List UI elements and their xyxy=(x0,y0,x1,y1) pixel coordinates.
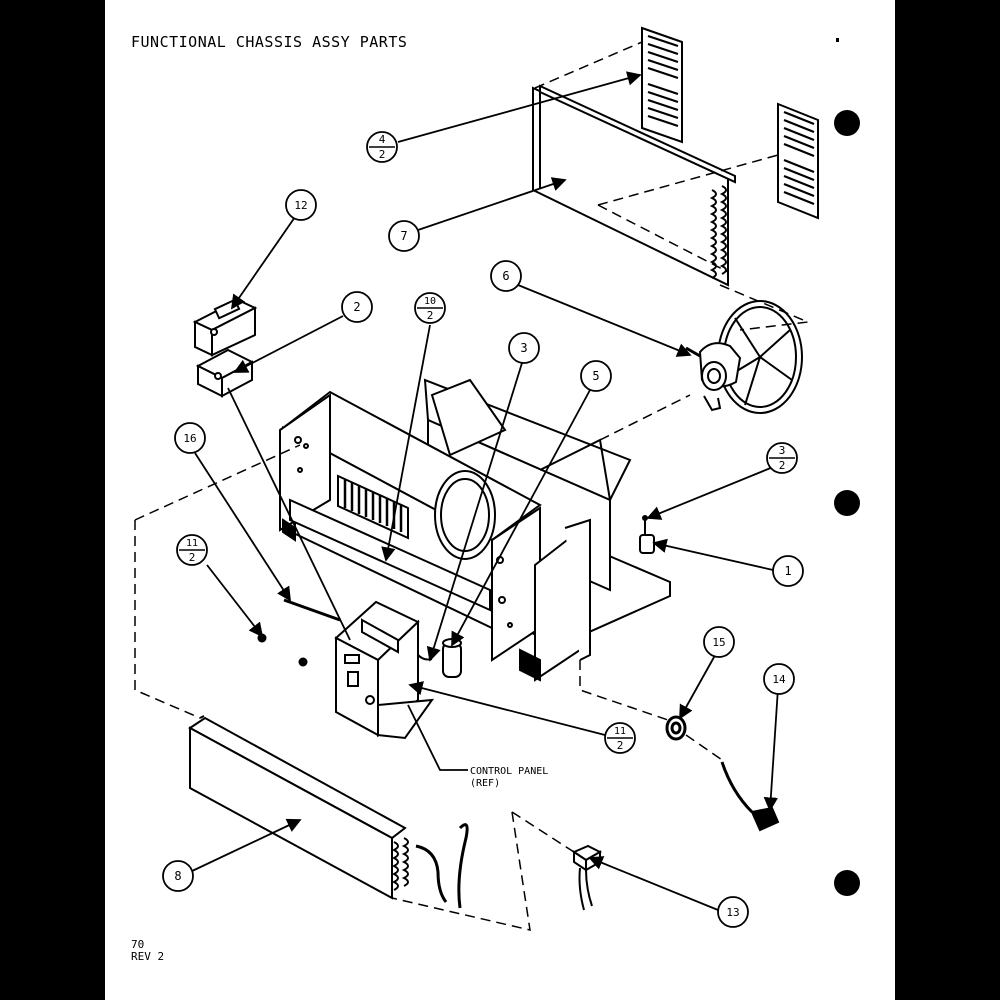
page-code: 70 REV 2 xyxy=(131,939,164,963)
callout-10-2-bottom: 2 xyxy=(427,309,434,322)
capacitor xyxy=(417,638,462,678)
thermostat-knob-box xyxy=(195,348,255,398)
reference-lines xyxy=(134,41,811,931)
outer-grille-right xyxy=(777,102,819,220)
binder-hole-middle xyxy=(834,490,860,516)
page-number: 70 xyxy=(131,938,145,951)
callout-1-label: 1 xyxy=(784,564,791,578)
callout-12: 12 xyxy=(285,189,317,221)
callout-3-2: 3 2 xyxy=(766,442,798,474)
callout-16: 16 xyxy=(174,422,206,454)
callout-3-2-top: 3 xyxy=(779,444,786,457)
condenser-fan-and-motor xyxy=(685,300,803,414)
selector-knob-box xyxy=(192,298,258,357)
binder-hole-bottom xyxy=(834,870,860,896)
callout-11-2-left-top: 11 xyxy=(186,538,198,549)
outer-grille-left xyxy=(641,26,683,144)
callout-11-2-right: 11 2 xyxy=(604,722,636,754)
power-cord-plug xyxy=(720,761,780,832)
callout-8-label: 8 xyxy=(174,869,181,883)
callout-15-label: 15 xyxy=(712,636,725,649)
binder-hole-top xyxy=(834,110,860,136)
condenser-coil xyxy=(532,84,736,287)
callout-11-2-left-bottom: 2 xyxy=(189,551,196,564)
callout-3-label: 3 xyxy=(520,341,527,355)
leader-lines xyxy=(189,71,779,911)
control-panel-annotation-line2: (REF) xyxy=(470,778,500,789)
relay xyxy=(571,844,603,911)
callout-2-label: 2 xyxy=(353,300,360,314)
callout-11-2-right-top: 11 xyxy=(614,726,626,737)
callout-13-label: 13 xyxy=(726,906,739,919)
callout-11-2-right-bottom: 2 xyxy=(617,739,624,752)
heater-rod xyxy=(257,598,341,667)
control-panel-assembly xyxy=(334,600,435,740)
callout-11-2-left: 11 2 xyxy=(176,534,208,566)
callout-13: 13 xyxy=(717,896,749,928)
control-panel-annotation-line1: CONTROL PANEL xyxy=(470,766,548,777)
callout-6-label: 6 xyxy=(502,269,509,283)
callout-8: 8 xyxy=(162,860,194,892)
callout-4-2: 4 2 xyxy=(366,131,398,163)
callout-14-label: 14 xyxy=(772,673,786,686)
grommet xyxy=(665,715,687,741)
revision-label: REV 2 xyxy=(131,950,165,963)
callout-4-2-bottom: 2 xyxy=(379,148,386,161)
callout-2: 2 xyxy=(341,291,373,323)
callout-7-label: 7 xyxy=(400,229,407,243)
thermostat-bracket xyxy=(639,515,655,554)
callout-12-label: 12 xyxy=(294,199,307,212)
callout-16-label: 16 xyxy=(183,432,196,445)
callout-5: 5 xyxy=(580,360,612,392)
callout-4-2-top: 4 xyxy=(379,133,386,146)
callout-14: 14 xyxy=(763,663,795,695)
callout-7: 7 xyxy=(388,220,420,252)
left-border-bar xyxy=(0,0,105,1000)
evaporator-coil xyxy=(188,715,469,909)
callout-15: 15 xyxy=(703,626,735,658)
callout-5-label: 5 xyxy=(592,369,599,383)
callout-10-2: 10 2 xyxy=(414,292,446,324)
right-border-bar xyxy=(895,0,1000,1000)
callout-1: 1 xyxy=(772,555,804,587)
scan-speck xyxy=(836,38,839,42)
callout-3-2-bottom: 2 xyxy=(779,459,786,472)
callout-10-2-top: 10 xyxy=(424,296,436,307)
page-title: FUNCTIONAL CHASSIS ASSY PARTS xyxy=(131,33,408,51)
callout-3: 3 xyxy=(508,332,540,364)
callout-6: 6 xyxy=(490,260,522,292)
main-chassis xyxy=(279,378,671,682)
